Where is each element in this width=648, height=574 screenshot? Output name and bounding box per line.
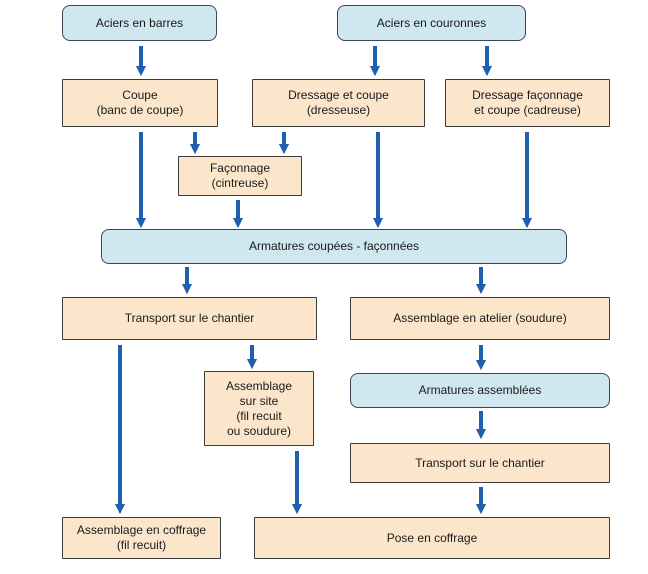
node-transport-sur-le-chantier-2: Transport sur le chantier [350, 443, 610, 483]
node-assemblage-sur-site: Assemblage sur site (fil recuit ou soudu… [204, 371, 314, 446]
node-dressage-et-coupe: Dressage et coupe (dresseuse) [252, 79, 425, 127]
node-pose-en-coffrage: Pose en coffrage [254, 517, 610, 559]
node-assemblage-en-atelier: Assemblage en atelier (soudure) [350, 297, 610, 340]
node-aciers-en-barres: Aciers en barres [62, 5, 217, 41]
node-dressage-faconnage: Dressage façonnage et coupe (cadreuse) [445, 79, 610, 127]
node-faconnage: Façonnage (cintreuse) [178, 156, 302, 196]
node-armatures-coupees-faconnees: Armatures coupées - façonnées [101, 229, 567, 264]
node-assemblage-en-coffrage: Assemblage en coffrage (fil recuit) [62, 517, 221, 559]
node-aciers-en-couronnes: Aciers en couronnes [337, 5, 526, 41]
node-armatures-assemblees: Armatures assemblées [350, 373, 610, 408]
node-coupe: Coupe (banc de coupe) [62, 79, 218, 127]
node-transport-sur-le-chantier-1: Transport sur le chantier [62, 297, 317, 340]
